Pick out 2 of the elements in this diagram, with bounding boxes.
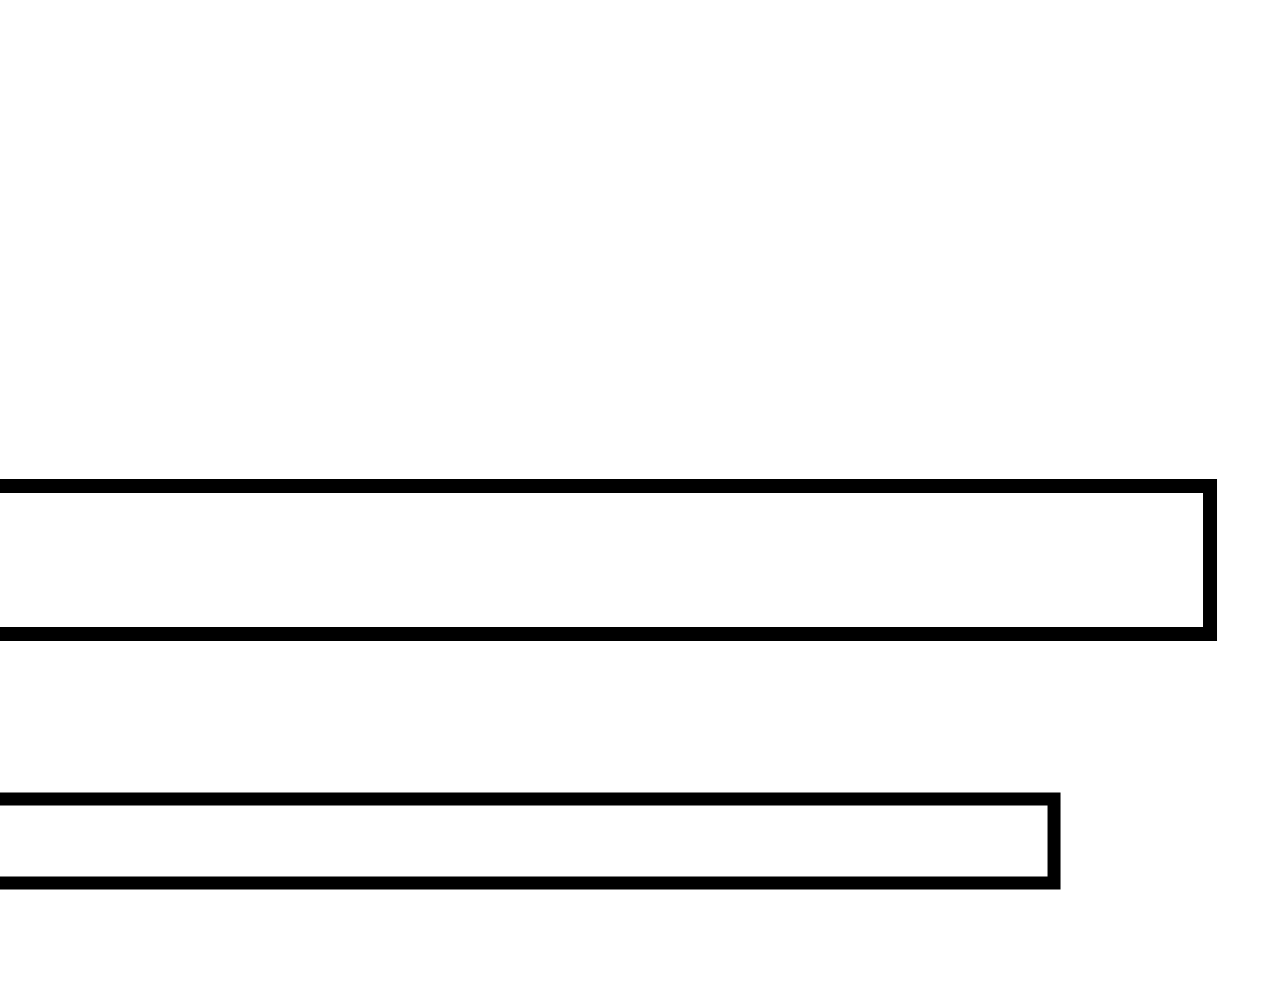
outlined-bar: [0, 479, 1217, 641]
outlined-bar: [0, 792, 1061, 890]
